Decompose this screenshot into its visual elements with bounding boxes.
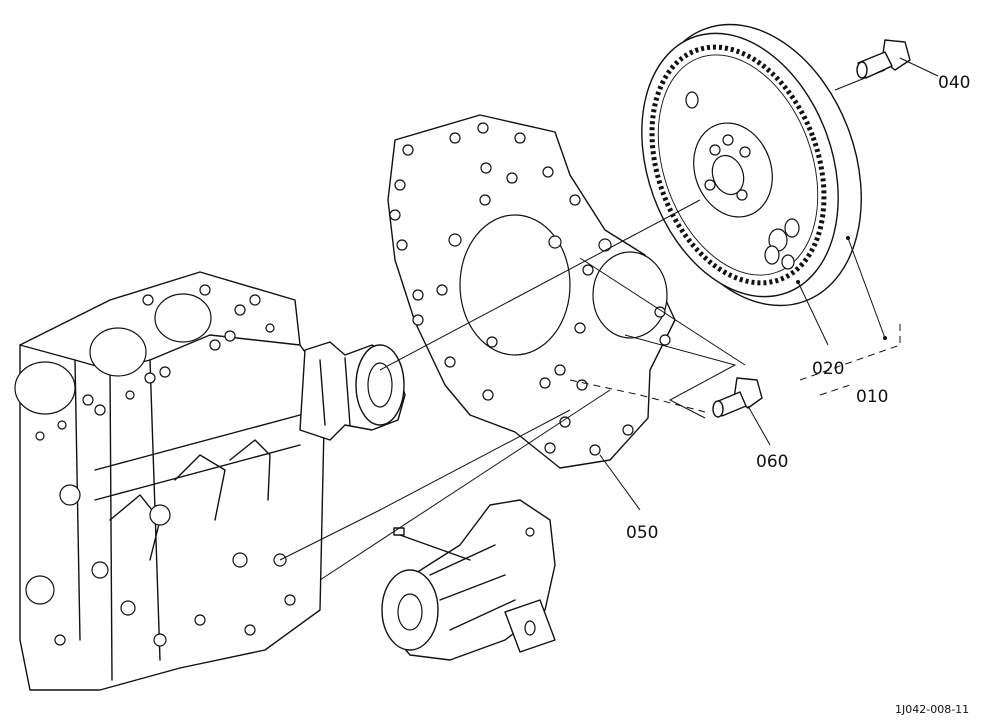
leader-020 xyxy=(797,281,829,346)
engine-block xyxy=(14,271,326,691)
bracket-010 xyxy=(799,322,901,381)
deck-small-holes xyxy=(35,284,275,441)
starter-motor xyxy=(381,499,556,661)
bolt-040 xyxy=(856,39,911,79)
callout-040: 040 xyxy=(938,73,970,93)
leader-010 xyxy=(847,237,886,339)
bolt-060 xyxy=(712,377,763,418)
callout-050: 050 xyxy=(626,523,658,543)
callout-020: 020 xyxy=(812,359,844,379)
flywheel-housing-plate xyxy=(387,114,676,469)
crankshaft xyxy=(299,341,406,441)
plate-bolt-holes xyxy=(389,122,671,456)
leader-050 xyxy=(599,454,641,511)
callout-060: 060 xyxy=(756,452,788,472)
leader-040 xyxy=(899,57,939,77)
flywheel xyxy=(641,23,862,307)
callout-010: 010 xyxy=(856,387,888,407)
drawing-reference: 1J042-008-11 xyxy=(895,703,969,716)
assembly-lines xyxy=(279,57,939,581)
leader-060 xyxy=(747,405,771,446)
